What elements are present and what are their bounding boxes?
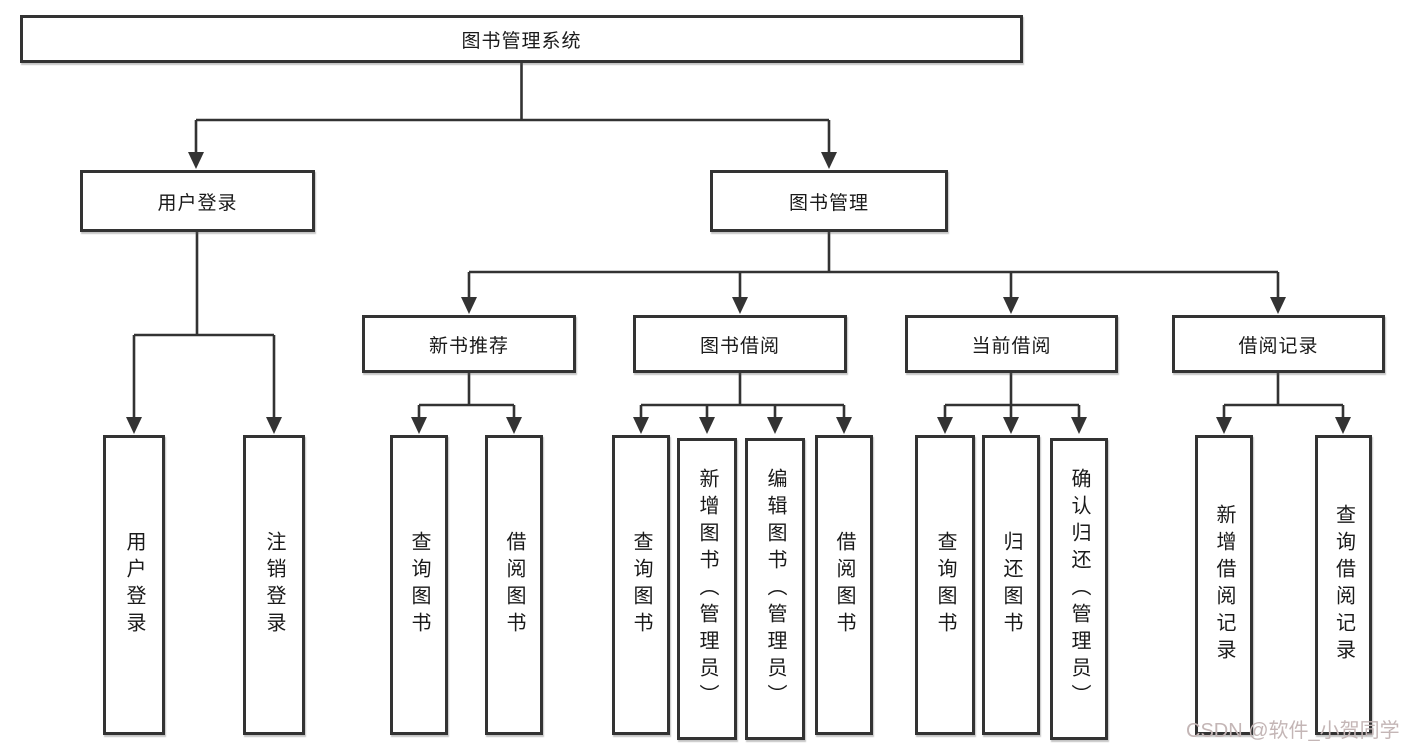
node-borrow-record: 借阅记录: [1172, 315, 1385, 373]
leaf-user-login-0-label: 用户登录: [123, 531, 145, 639]
leaf-borrow-record-0-label: 新增借阅记录: [1213, 504, 1235, 666]
connector-root: [194, 63, 831, 154]
leaf-current-borrow-2: 确认归还（管理员）: [1050, 438, 1108, 740]
node-borrow-record-label: 借阅记录: [1238, 335, 1319, 357]
leaf-current-borrow-2-label: 确认归还（管理员）: [1068, 467, 1090, 711]
node-book-borrow: 图书借阅: [633, 315, 847, 373]
leaf-book-borrow-2: 编辑图书（管理员）: [745, 438, 805, 740]
leaf-user-login-1: 注销登录: [243, 435, 305, 735]
connector-new-book-rec: [417, 373, 516, 419]
leaf-new-book-rec-1: 借阅图书: [485, 435, 543, 735]
leaf-user-login-0: 用户登录: [103, 435, 165, 735]
leaf-book-borrow-1-label: 新增图书（管理员）: [696, 467, 718, 711]
leaf-current-borrow-0-label: 查询图书: [934, 531, 956, 639]
leaf-current-borrow-1-label: 归还图书: [1000, 531, 1022, 639]
node-book-mgmt-label: 图书管理: [788, 192, 869, 214]
connector-user-login: [132, 232, 276, 419]
leaf-new-book-rec-0: 查询图书: [390, 435, 448, 735]
leaf-borrow-record-1-label: 查询借阅记录: [1332, 504, 1355, 666]
node-book-borrow-label: 图书借阅: [699, 335, 780, 357]
leaf-current-borrow-1: 归还图书: [982, 435, 1040, 735]
node-user-login: 用户登录: [80, 170, 315, 232]
leaf-new-book-rec-1-label: 借阅图书: [503, 531, 525, 639]
leaf-book-borrow-0-label: 查询图书: [630, 531, 652, 639]
leaf-new-book-rec-0-label: 查询图书: [408, 531, 430, 639]
leaf-book-borrow-1: 新增图书（管理员）: [677, 438, 737, 740]
leaf-user-login-1-label: 注销登录: [263, 531, 285, 639]
node-root-label: 图书管理系统: [461, 30, 582, 52]
node-user-login-label: 用户登录: [157, 192, 238, 214]
leaf-borrow-record-0: 新增借阅记录: [1195, 435, 1253, 735]
leaf-book-borrow-0: 查询图书: [612, 435, 670, 735]
leaf-book-borrow-3-label: 借阅图书: [833, 531, 855, 639]
node-book-mgmt: 图书管理: [710, 170, 948, 232]
node-new-book-rec-label: 新书推荐: [428, 335, 509, 357]
leaf-book-borrow-2-label: 编辑图书（管理员）: [764, 467, 786, 711]
connector-borrow-record: [1222, 373, 1345, 419]
node-current-borrow-label: 当前借阅: [971, 335, 1052, 357]
leaf-current-borrow-0: 查询图书: [915, 435, 975, 735]
arrowheads: [126, 152, 1351, 434]
node-new-book-rec: 新书推荐: [362, 315, 576, 373]
connector-current-borrow: [943, 373, 1081, 419]
node-current-borrow: 当前借阅: [905, 315, 1118, 373]
leaf-borrow-record-1: 查询借阅记录: [1315, 435, 1372, 735]
connector-book-borrow: [639, 373, 846, 419]
leaf-book-borrow-3: 借阅图书: [815, 435, 873, 735]
connector-book-mgmt: [467, 232, 1280, 299]
node-root: 图书管理系统: [20, 15, 1023, 63]
